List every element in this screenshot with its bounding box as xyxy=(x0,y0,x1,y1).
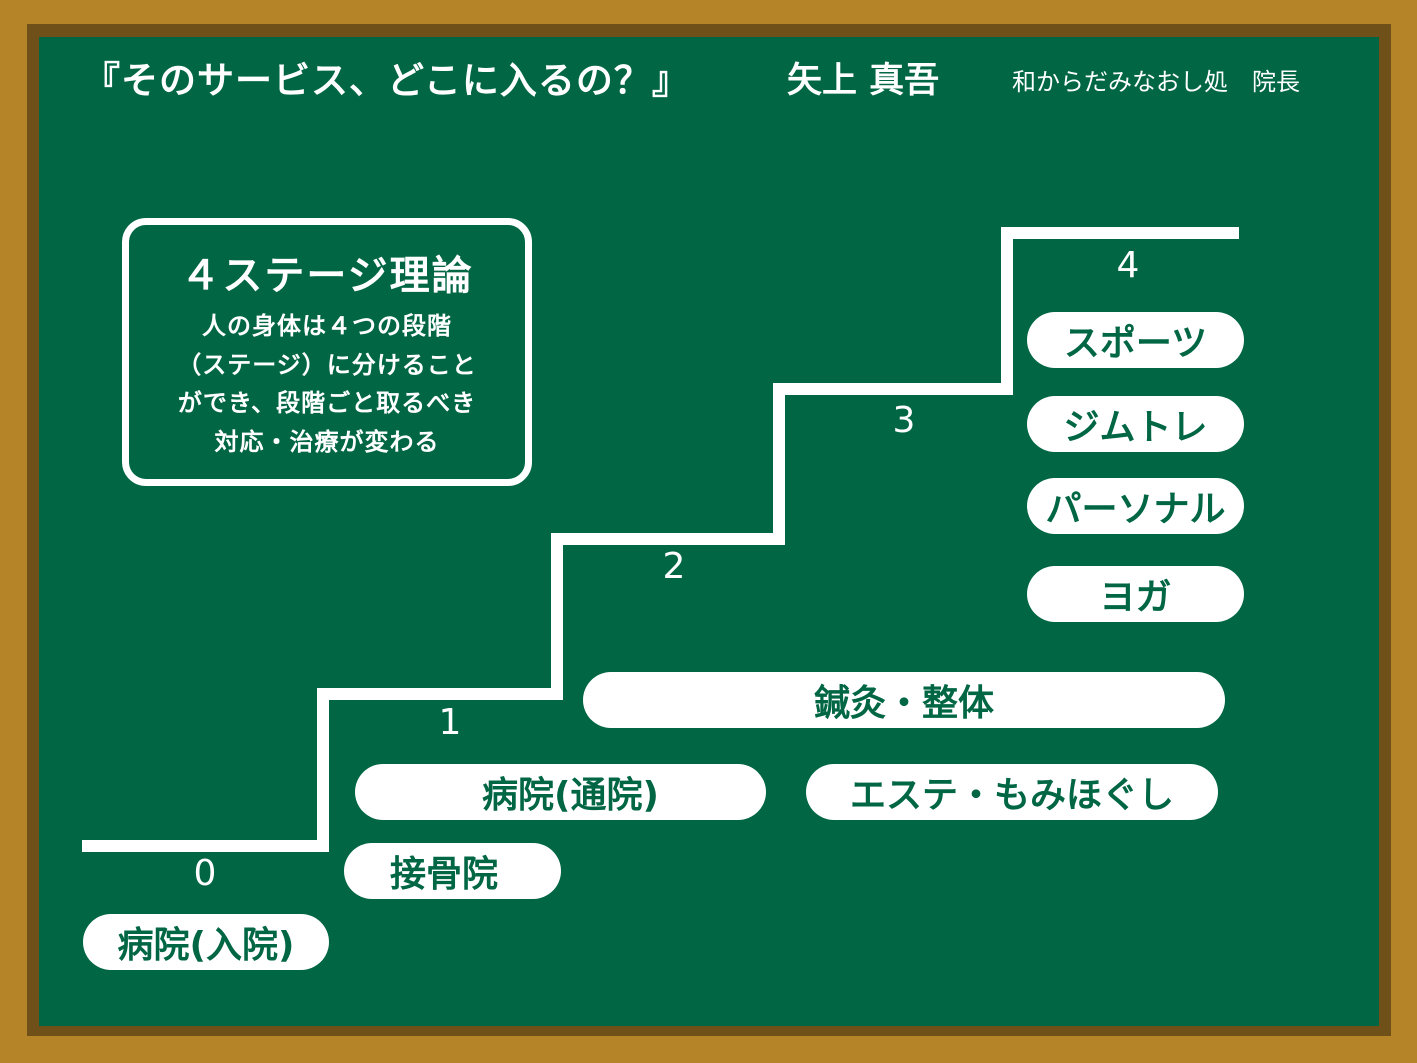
stage-number-2: 2 xyxy=(662,546,686,587)
service-hospital-outpatient: 病院(通院) xyxy=(355,764,766,820)
step-0-tread xyxy=(82,840,329,852)
theory-line: ができ、段階ごと取るべき xyxy=(177,389,477,417)
step-2-riser xyxy=(551,533,563,700)
service-acupuncture-seitai: 鍼灸・整体 xyxy=(583,672,1225,728)
step-4-riser xyxy=(1001,227,1013,395)
service-hospital-inpatient: 病院(入院) xyxy=(83,914,329,970)
step-1-tread xyxy=(317,688,563,700)
stage-number-0: 0 xyxy=(193,853,217,894)
stage-number-3: 3 xyxy=(892,400,916,441)
step-2-tread xyxy=(551,533,785,545)
service-personal-training: パーソナル xyxy=(1027,478,1244,534)
theory-line: （ステージ）に分けること xyxy=(177,350,477,379)
theory-box: ４ステージ理論 人の身体は４つの段階 （ステージ）に分けること ができ、段階ごと… xyxy=(122,218,532,486)
theory-line: 人の身体は４つの段階 xyxy=(202,312,452,340)
page-title: 『そのサービス、どこに入るの？』 xyxy=(83,59,690,102)
service-yoga: ヨガ xyxy=(1027,566,1244,622)
stage-number-1: 1 xyxy=(438,702,462,743)
service-gym-training: ジムトレ xyxy=(1027,396,1244,452)
author-name: 矢上 真吾 xyxy=(787,61,940,101)
service-esthetic-massage: エステ・もみほぐし xyxy=(806,764,1218,820)
theory-title: ４ステージ理論 xyxy=(180,253,474,299)
theory-description: 人の身体は４つの段階 （ステージ）に分けること ができ、段階ごと取るべき 対応・… xyxy=(129,307,525,461)
step-3-tread xyxy=(773,383,1013,395)
author-affiliation: 和からだみなおし処 院長 xyxy=(1012,68,1300,96)
step-4-tread xyxy=(1001,227,1239,239)
stage-number-4: 4 xyxy=(1116,245,1140,286)
service-bonesetter: 接骨院 xyxy=(344,843,561,899)
service-sports: スポーツ xyxy=(1027,312,1244,368)
step-3-riser xyxy=(773,383,785,545)
step-1-riser xyxy=(317,688,329,852)
theory-line: 対応・治療が変わる xyxy=(214,427,440,456)
